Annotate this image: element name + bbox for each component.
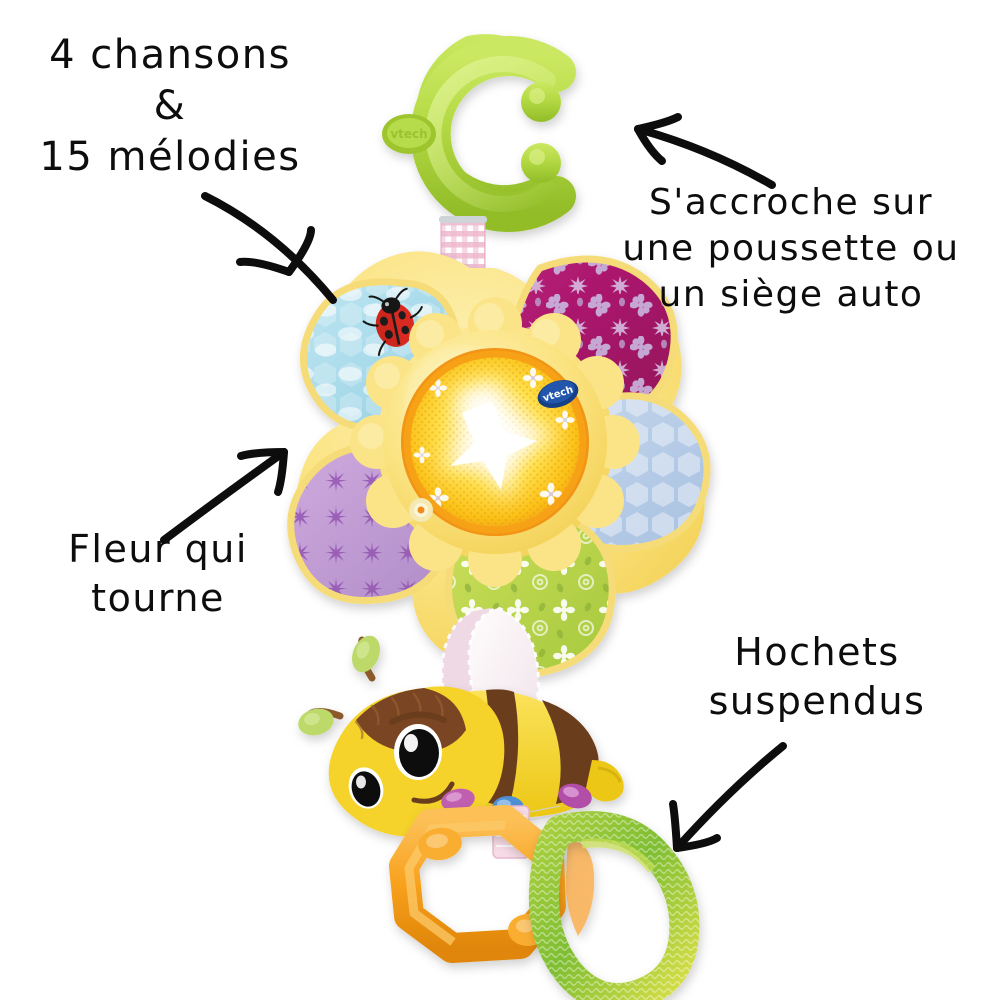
arrow-flower: [160, 448, 288, 544]
clip-logo-text: vtech: [390, 127, 427, 141]
dome-flower-decor: [413, 367, 575, 509]
arrow-rattles: [669, 742, 787, 852]
clip-ring: vtech: [382, 34, 576, 232]
callout-attach: S'accroche sur une poussette ou un siège…: [622, 182, 960, 316]
flower-brand-badge: vtech: [537, 380, 579, 408]
bee-plush: [298, 635, 624, 837]
arrow-attach: [634, 113, 776, 189]
clip-logo-badge: vtech: [382, 114, 436, 154]
flower-toy: vtech: [287, 251, 711, 678]
arrow-songs: [201, 192, 337, 304]
callout-rattles: Hochets suspendus: [708, 630, 926, 723]
bee-antennae: [298, 635, 380, 736]
rattle-green: [528, 811, 700, 1000]
bee-eyes: [348, 724, 442, 809]
flower-button: [409, 498, 433, 522]
callout-flower: Fleur qui tourne: [68, 527, 248, 620]
callout-songs: 4 chansons & 15 mélodies: [39, 32, 301, 181]
